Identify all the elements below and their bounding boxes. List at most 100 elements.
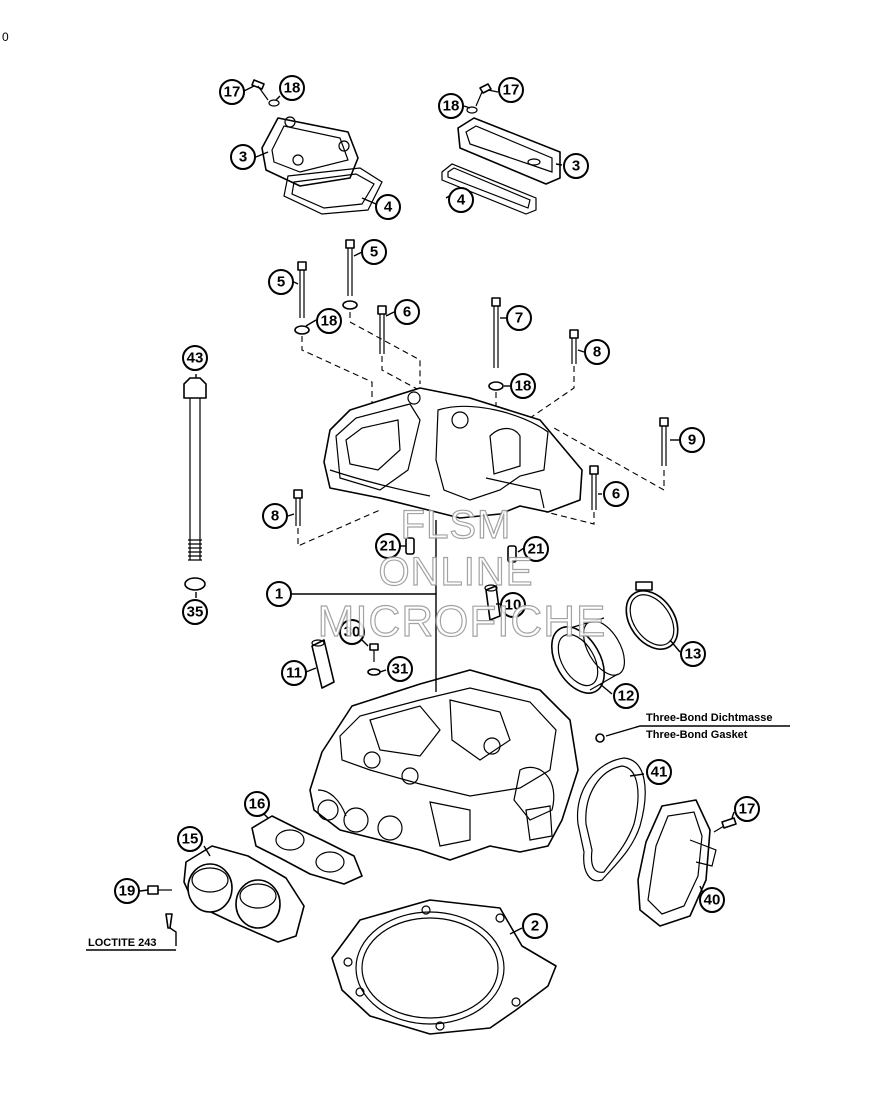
- valve-guide-10: [484, 584, 501, 621]
- callout-2: 2: [522, 913, 548, 939]
- callout-17: 17: [734, 796, 760, 822]
- callout-12: 12: [613, 683, 639, 709]
- intake-flange-15: [183, 845, 305, 943]
- callout-30: 30: [339, 619, 365, 645]
- callout-4: 4: [375, 194, 401, 220]
- svg-text:30: 30: [344, 624, 361, 641]
- watermark-line-3: MICROFICHE: [318, 597, 607, 646]
- callout-11: 11: [281, 660, 307, 686]
- svg-text:15: 15: [182, 831, 199, 848]
- cylinder-head: [309, 669, 579, 861]
- sealant-note-de: Three-Bond Dichtmasse: [646, 712, 773, 724]
- svg-text:3: 3: [572, 158, 580, 175]
- washer-18-bolt5: [294, 325, 310, 335]
- svg-text:41: 41: [651, 764, 668, 781]
- screw-17-left: [251, 79, 269, 101]
- svg-text:11: 11: [286, 665, 302, 682]
- svg-text:3: 3: [239, 149, 247, 166]
- callout-3: 3: [230, 144, 256, 170]
- callout-17: 17: [219, 79, 245, 105]
- callout-10: 10: [500, 592, 526, 618]
- hose-clamp-13: [625, 581, 679, 650]
- callout-13: 13: [680, 641, 706, 667]
- svg-text:17: 17: [739, 801, 756, 818]
- callout-6: 6: [394, 299, 420, 325]
- svg-text:43: 43: [187, 350, 204, 367]
- watermark-line-1: FLSM: [401, 503, 512, 547]
- svg-text:4: 4: [457, 192, 466, 209]
- svg-text:17: 17: [224, 84, 241, 101]
- svg-text:2: 2: [531, 918, 539, 935]
- callout-31: 31: [387, 656, 413, 682]
- bolt-6-right: [589, 465, 599, 510]
- svg-text:18: 18: [443, 98, 460, 115]
- callout-9: 9: [679, 427, 705, 453]
- callout-5: 5: [268, 269, 294, 295]
- svg-text:8: 8: [593, 344, 601, 361]
- leader-lines: [139, 85, 790, 946]
- sealant-point: [595, 733, 605, 743]
- svg-text:18: 18: [284, 80, 301, 97]
- callout-35: 35: [182, 599, 208, 625]
- callout-41: 41: [646, 759, 672, 785]
- screw-19: [147, 885, 172, 895]
- svg-text:5: 5: [370, 244, 378, 261]
- svg-text:13: 13: [685, 646, 702, 663]
- svg-text:7: 7: [515, 310, 523, 327]
- svg-text:8: 8: [271, 508, 279, 525]
- page-corner-mark: 0: [2, 30, 9, 44]
- callout-43: 43: [182, 345, 208, 371]
- callout-18: 18: [510, 373, 536, 399]
- svg-text:31: 31: [392, 661, 409, 678]
- valve-guide-11: [311, 639, 335, 689]
- svg-text:9: 9: [688, 432, 696, 449]
- callout-18: 18: [316, 308, 342, 334]
- bolt-5-right: [345, 239, 355, 296]
- bolt-8-top: [569, 329, 579, 364]
- callout-15: 15: [177, 826, 203, 852]
- head-gasket-2: [331, 899, 557, 1035]
- svg-text:17: 17: [503, 82, 520, 99]
- intake-boot-12: [550, 617, 626, 694]
- cover-40: [637, 799, 717, 927]
- loctite-marker: [165, 913, 173, 929]
- svg-text:19: 19: [119, 883, 136, 900]
- callout-8: 8: [584, 339, 610, 365]
- screw-17-cover: [713, 817, 737, 833]
- bolt-5-left: [297, 261, 307, 318]
- bolt-6-top: [377, 305, 387, 354]
- gasket-41: [576, 757, 646, 882]
- intake-gasket-16: [251, 815, 363, 885]
- screw-30: [369, 643, 379, 662]
- svg-text:10: 10: [505, 597, 522, 614]
- callout-3: 3: [563, 153, 589, 179]
- svg-text:6: 6: [403, 304, 411, 321]
- valve-cover-right: [457, 117, 561, 185]
- washer-18-bolt5b: [342, 300, 358, 310]
- washer-18-bolt7: [488, 381, 504, 391]
- svg-text:1: 1: [275, 586, 283, 603]
- callout-7: 7: [506, 305, 532, 331]
- camshaft-carrier: [323, 387, 583, 519]
- svg-text:35: 35: [187, 604, 204, 621]
- watermark: FLSM ONLINE MICROFICHE: [317, 502, 607, 646]
- callout-21: 21: [375, 533, 401, 559]
- washer-18-right: [466, 106, 478, 114]
- callout-21: 21: [523, 536, 549, 562]
- callout-19: 19: [114, 878, 140, 904]
- valve-cover-left: [261, 116, 359, 187]
- loctite-note: LOCTITE 243: [88, 937, 156, 949]
- svg-text:18: 18: [515, 378, 532, 395]
- svg-text:6: 6: [612, 486, 620, 503]
- svg-text:12: 12: [618, 688, 635, 705]
- watermark-line-2: ONLINE: [379, 550, 534, 594]
- svg-text:21: 21: [528, 541, 545, 558]
- callout-17: 17: [498, 77, 524, 103]
- alignment-lines: [297, 312, 665, 547]
- callout-5: 5: [361, 239, 387, 265]
- callout-4: 4: [448, 187, 474, 213]
- washer-31: [367, 668, 381, 676]
- svg-text:40: 40: [704, 892, 721, 909]
- callout-40: 40: [699, 887, 725, 913]
